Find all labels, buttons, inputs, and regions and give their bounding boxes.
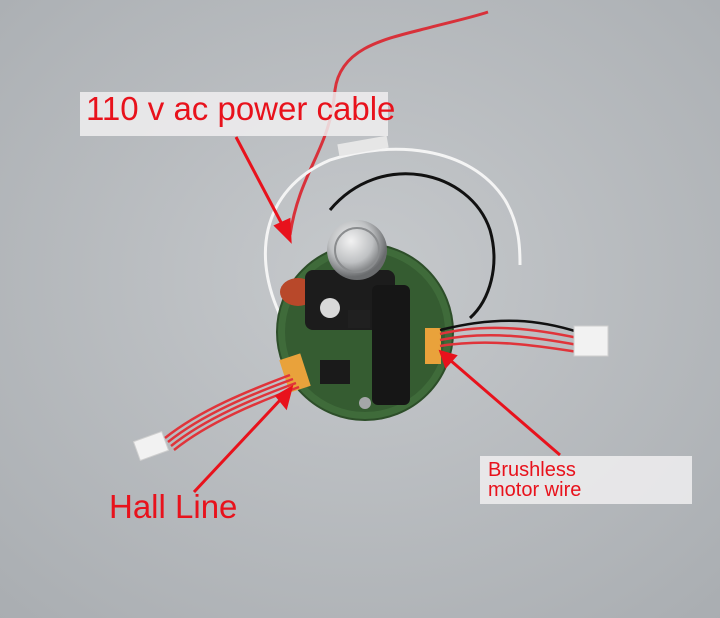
small-ic xyxy=(348,310,370,328)
power-cable-label: 110 v ac power cable xyxy=(86,90,396,127)
power-wire-white xyxy=(264,147,522,326)
motor-wire-bundle xyxy=(439,326,579,354)
arrow-motor xyxy=(438,349,561,457)
arrow-power xyxy=(234,136,292,244)
motor-wire-label: Brushless motor wire xyxy=(488,460,581,500)
hall-connector xyxy=(279,353,311,393)
motor-plug xyxy=(573,325,609,357)
wire-tag xyxy=(337,135,389,157)
ic-chip xyxy=(320,360,350,384)
power-label-backdrop xyxy=(80,92,388,136)
small-capacitor xyxy=(320,298,340,318)
electrolytic-cap-top xyxy=(334,227,380,273)
motor-wire-black xyxy=(439,319,579,334)
arrow-hall xyxy=(192,384,294,494)
motor-connector xyxy=(425,328,441,364)
hall-wire-bundle xyxy=(164,373,300,451)
hall-line-label: Hall Line xyxy=(109,488,238,525)
mounting-hole xyxy=(359,397,371,409)
motor-label-backdrop xyxy=(480,456,692,504)
hall-plug xyxy=(132,430,170,462)
motor-label-line1: Brushless xyxy=(488,459,576,481)
power-wire-black xyxy=(328,172,496,320)
heatsink-block xyxy=(372,285,410,405)
motor-label-line2: motor wire xyxy=(488,479,582,501)
